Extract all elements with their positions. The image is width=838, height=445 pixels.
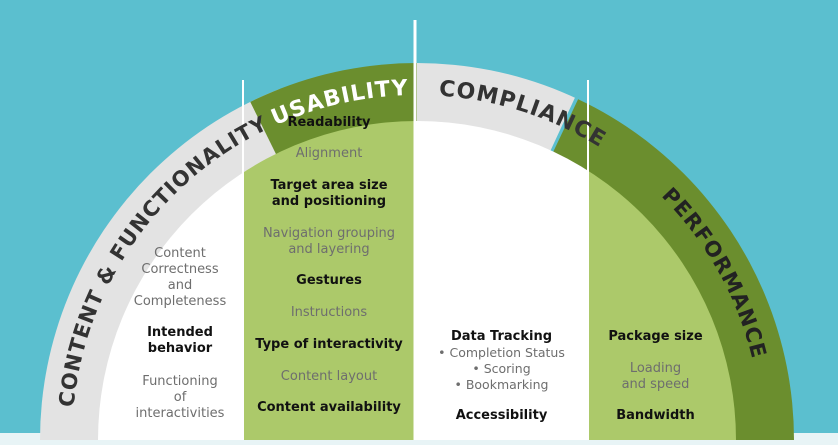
compliance-items: Data Tracking • Completion Status • Scor… [415,0,588,445]
column-compliance [415,121,588,440]
item-intended-behavior: Intended behavior [147,325,213,356]
item-bandwidth: Bandwidth [616,408,695,423]
item-loading-speed: Loading and speed [621,361,690,392]
item-functioning-interactivities: Functioning of interactivities [135,374,225,421]
item-alignment: Alignment [295,146,363,161]
item-navigation-grouping: Navigation grouping and layering [262,226,396,257]
item-type-interactivity: Type of interactivity [255,337,403,352]
item-package-size: Package size [608,329,703,344]
item-target-area: Target area size and positioning [270,178,388,209]
ring-sector-compliance [417,63,700,440]
content-items: Content Correctness and Completeness Int… [128,0,232,445]
item-data-tracking: Data Tracking [450,329,553,344]
item-bookmarking: • Bookmarking [454,377,549,392]
item-completion-status: • Completion Status [438,345,565,360]
item-instructions: Instructions [290,305,368,320]
item-content-correctness: Content Correctness and Completeness [133,246,227,309]
item-gestures: Gestures [296,273,362,288]
performance-items: Package size Loading and speed Bandwidth [588,0,723,445]
column-usability [243,121,415,440]
item-scoring: • Scoring [472,361,531,376]
item-accessibility: Accessibility [455,408,548,423]
item-readability: Readability [287,115,371,130]
usability-items: Readability Alignment Target area size a… [243,0,415,445]
item-content-layout: Content layout [280,369,378,384]
item-content-availability: Content availability [257,400,401,415]
